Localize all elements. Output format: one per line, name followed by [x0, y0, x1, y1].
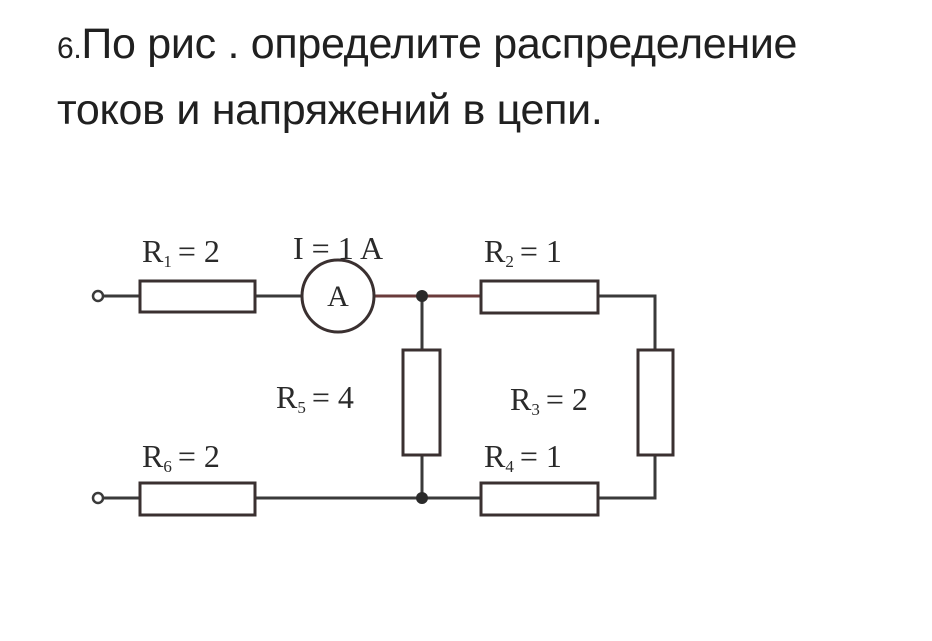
- label-r6-value: = 2: [178, 438, 220, 474]
- label-r3-value: = 2: [546, 381, 588, 417]
- wires: [103, 294, 657, 500]
- label-r2: R2 = 1: [484, 233, 562, 271]
- ammeter-symbol: A: [327, 280, 349, 313]
- resistor-r6: [138, 481, 257, 517]
- label-r5-value: = 4: [312, 379, 354, 415]
- label-r6: R6 = 2: [142, 438, 220, 476]
- label-r3-index: 3: [531, 400, 540, 419]
- resistor-r3: [636, 348, 675, 457]
- label-r1-letter: R: [142, 233, 164, 269]
- resistor-r2: [479, 279, 600, 315]
- label-r2-index: 2: [505, 252, 514, 271]
- task-text-1: По рис . определите распределение: [81, 20, 798, 68]
- label-r6-index: 6: [163, 457, 172, 476]
- label-r2-letter: R: [484, 233, 506, 269]
- label-r5-letter: R: [276, 379, 298, 415]
- label-r4: R4 = 1: [484, 438, 562, 476]
- resistor-r1: [138, 279, 257, 314]
- label-r4-value: = 1: [520, 438, 562, 474]
- label-r6-letter: R: [142, 438, 164, 474]
- label-r4-index: 4: [505, 457, 514, 476]
- label-r5-index: 5: [297, 398, 306, 417]
- terminal-bottom: [91, 491, 105, 505]
- junction-node-top: [416, 290, 428, 302]
- wire-r2-r3: [598, 294, 657, 350]
- label-r4-letter: R: [484, 438, 506, 474]
- resistor-r4: [479, 481, 600, 517]
- label-r3: R3 = 2: [510, 381, 588, 419]
- label-r3-letter: R: [510, 381, 532, 417]
- label-r1-index: 1: [163, 252, 172, 271]
- label-r2-value: = 1: [520, 233, 562, 269]
- junction-node-bottom: [416, 492, 428, 504]
- terminal-top: [91, 289, 105, 303]
- ammeter: [300, 258, 376, 334]
- label-r1-value: = 2: [178, 233, 220, 269]
- task-number: 6.: [57, 32, 82, 65]
- label-r5: R5 = 4: [276, 379, 354, 417]
- current-label: I = 1 A: [293, 230, 383, 266]
- task-line-1: 6.По рис . определите распределение: [57, 20, 797, 69]
- wire-r3-r4: [598, 455, 657, 500]
- resistor-r5: [401, 348, 442, 457]
- label-r1: R1 = 2: [142, 233, 220, 271]
- task-line-2: токов и напряжений в цепи.: [57, 86, 603, 134]
